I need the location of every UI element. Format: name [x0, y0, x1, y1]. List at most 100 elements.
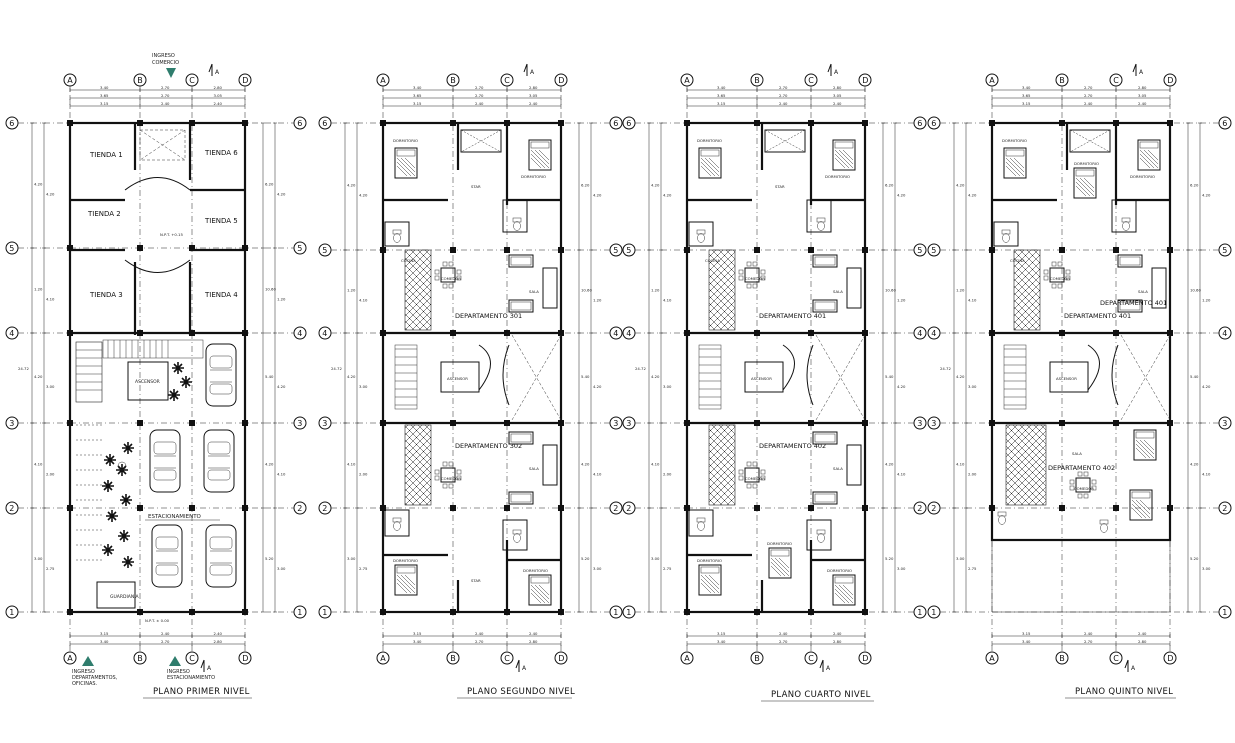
grid-row-label: 3 [931, 419, 936, 428]
grid-col-label: A [684, 76, 690, 85]
dim-text: 4.20 [1202, 384, 1211, 389]
dim-text: 4.20 [968, 193, 977, 198]
grid-bubble-col [133, 651, 147, 665]
dim-text: 3.15 [1022, 631, 1031, 636]
dim-text: 3.15 [413, 101, 422, 106]
grid-col-label: C [189, 654, 195, 663]
dim-text: 2.70 [475, 93, 484, 98]
structural-column [684, 609, 690, 615]
grid-row-label: 3 [613, 419, 618, 428]
grid-col-label: D [242, 76, 248, 85]
dim-text: 6.20 [581, 183, 590, 188]
dept-a-label: DEPARTAMENTO 401 [1100, 299, 1167, 307]
structural-column [189, 609, 195, 615]
grid-row-label: 5 [613, 246, 618, 255]
kitchen-floor [1013, 249, 1041, 331]
structural-column [450, 609, 456, 615]
grid-row-label: 4 [322, 329, 327, 338]
entry-parking-label-1: INGRESO [167, 669, 190, 675]
title-plan-1: PLANO PRIMER NIVEL [153, 687, 250, 697]
dim-text: 2.80 [214, 85, 223, 90]
dim-text: 2.40 [214, 101, 223, 106]
grid-col-label: B [754, 76, 760, 85]
grid-bubble-col [858, 651, 872, 665]
dim-text: 3.40 [717, 639, 726, 644]
dim-text: 4.20 [277, 384, 286, 389]
structural-column [380, 247, 386, 253]
kitchen-floor [708, 424, 736, 506]
dim-text: 4.20 [593, 384, 602, 389]
dim-text: 3.00 [968, 384, 977, 389]
dim-text: 2.70 [779, 639, 788, 644]
grid-row-label: 6 [931, 119, 936, 128]
grid-row-label: 1 [613, 608, 618, 617]
dim-text: 2.40 [161, 631, 170, 636]
grid-row-label: 5 [9, 244, 14, 253]
dim-text: 4.20 [663, 193, 672, 198]
dept-b-label: DEPARTAMENTO 402 [1048, 464, 1115, 472]
structural-column [450, 120, 456, 126]
dim-text: 4.20 [265, 462, 274, 467]
dim-text: 2.40 [833, 101, 842, 106]
dim-text: 2.70 [161, 639, 170, 644]
dim-text: 2.80 [833, 85, 842, 90]
dim-text: 3.05 [214, 93, 223, 98]
grid-row-label: 5 [297, 244, 302, 253]
dim-text: 3.00 [359, 384, 368, 389]
dim-text: 2.00 [359, 472, 368, 477]
grid-row-label: 2 [322, 504, 327, 513]
grid-row-label: 5 [322, 246, 327, 255]
svg-text:N.P.T. +0.15: N.P.T. +0.15 [160, 232, 183, 237]
outer-wall [685, 121, 867, 614]
dim-text: 2.75 [359, 566, 368, 571]
dim-text: 2.80 [1138, 639, 1147, 644]
dim-text: 3.15 [717, 101, 726, 106]
structural-column [754, 505, 760, 511]
dim-text: 6.20 [885, 183, 894, 188]
room-bedroom: DORMITORIO [827, 568, 852, 573]
entry-parking-label-2: ESTACIONAMIENTO [167, 675, 215, 681]
north-label: A [1139, 69, 1144, 76]
grid-row-label: 2 [613, 504, 618, 513]
dim-text: 10.60 [1190, 288, 1201, 293]
grid-bubble-col [804, 651, 818, 665]
structural-column [242, 245, 248, 251]
dim-text: 3.65 [413, 93, 422, 98]
dim-text: 3.00 [34, 556, 43, 561]
dim-text: 3.00 [277, 566, 286, 571]
dim-text: 2.40 [779, 631, 788, 636]
room-dining: COMEDOR [1074, 486, 1094, 491]
structural-column [1167, 247, 1173, 253]
grid-col-label: A [989, 76, 995, 85]
dim-text: 3.00 [593, 566, 602, 571]
dim-total: 24.72 [635, 366, 646, 371]
dim-text: 2.75 [46, 566, 55, 571]
grid-col-label: C [808, 76, 814, 85]
dim-text: 4.20 [956, 183, 965, 188]
room-bedroom: DORMITORIO [1074, 161, 1099, 166]
dim-text: 2.40 [1138, 101, 1147, 106]
structural-column [137, 505, 143, 511]
room-bedroom: DORMITORIO [1130, 174, 1155, 179]
structural-column [67, 505, 73, 511]
dim-text: 2.70 [1084, 85, 1093, 90]
structural-column [862, 609, 868, 615]
structural-column [504, 505, 510, 511]
grid-row-label: 2 [297, 504, 302, 513]
structural-column [137, 609, 143, 615]
grid-bubble-col [238, 651, 252, 665]
dim-text: 4.20 [277, 192, 286, 197]
dim-total: 24.72 [18, 366, 29, 371]
guard-label: GUARDIANIA [110, 594, 140, 600]
grid-bubble-col [985, 651, 999, 665]
dim-text: 10.60 [885, 288, 896, 293]
grid-row-label: 4 [1222, 329, 1227, 338]
structural-column [450, 505, 456, 511]
dim-text: 1.20 [593, 298, 602, 303]
grid-col-label: D [558, 76, 564, 85]
dim-text: 4.20 [46, 192, 55, 197]
structural-column [558, 247, 564, 253]
grid-col-label: C [504, 654, 510, 663]
